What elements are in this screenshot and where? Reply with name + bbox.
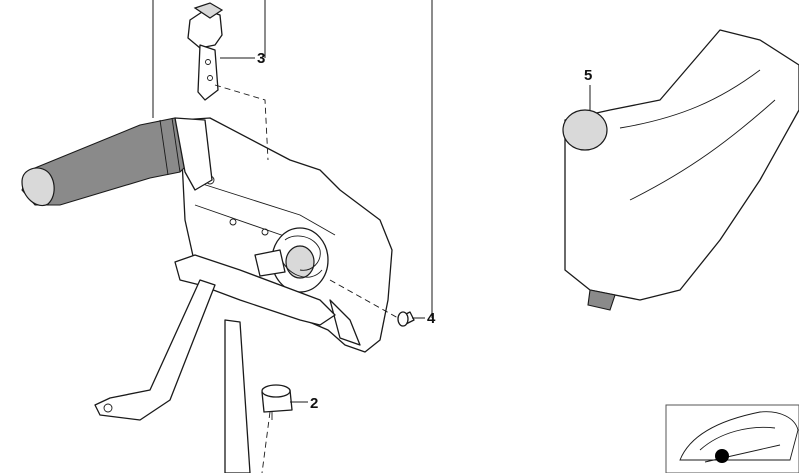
lower-lever-arm xyxy=(94,254,336,473)
callout-4: 4 xyxy=(427,310,436,327)
leader-lines xyxy=(152,0,591,473)
callout-3: 3 xyxy=(257,50,265,67)
bolt-2 xyxy=(261,384,293,420)
lever-boot xyxy=(562,29,799,311)
callout-2: 2 xyxy=(310,395,318,412)
screw-4 xyxy=(397,311,415,327)
vehicle-locator-thumbnail xyxy=(665,404,799,473)
location-marker-icon xyxy=(715,449,729,463)
handbrake-lever-grip xyxy=(21,117,213,207)
cable-clip xyxy=(187,2,224,101)
callout-5: 5 xyxy=(584,67,592,84)
